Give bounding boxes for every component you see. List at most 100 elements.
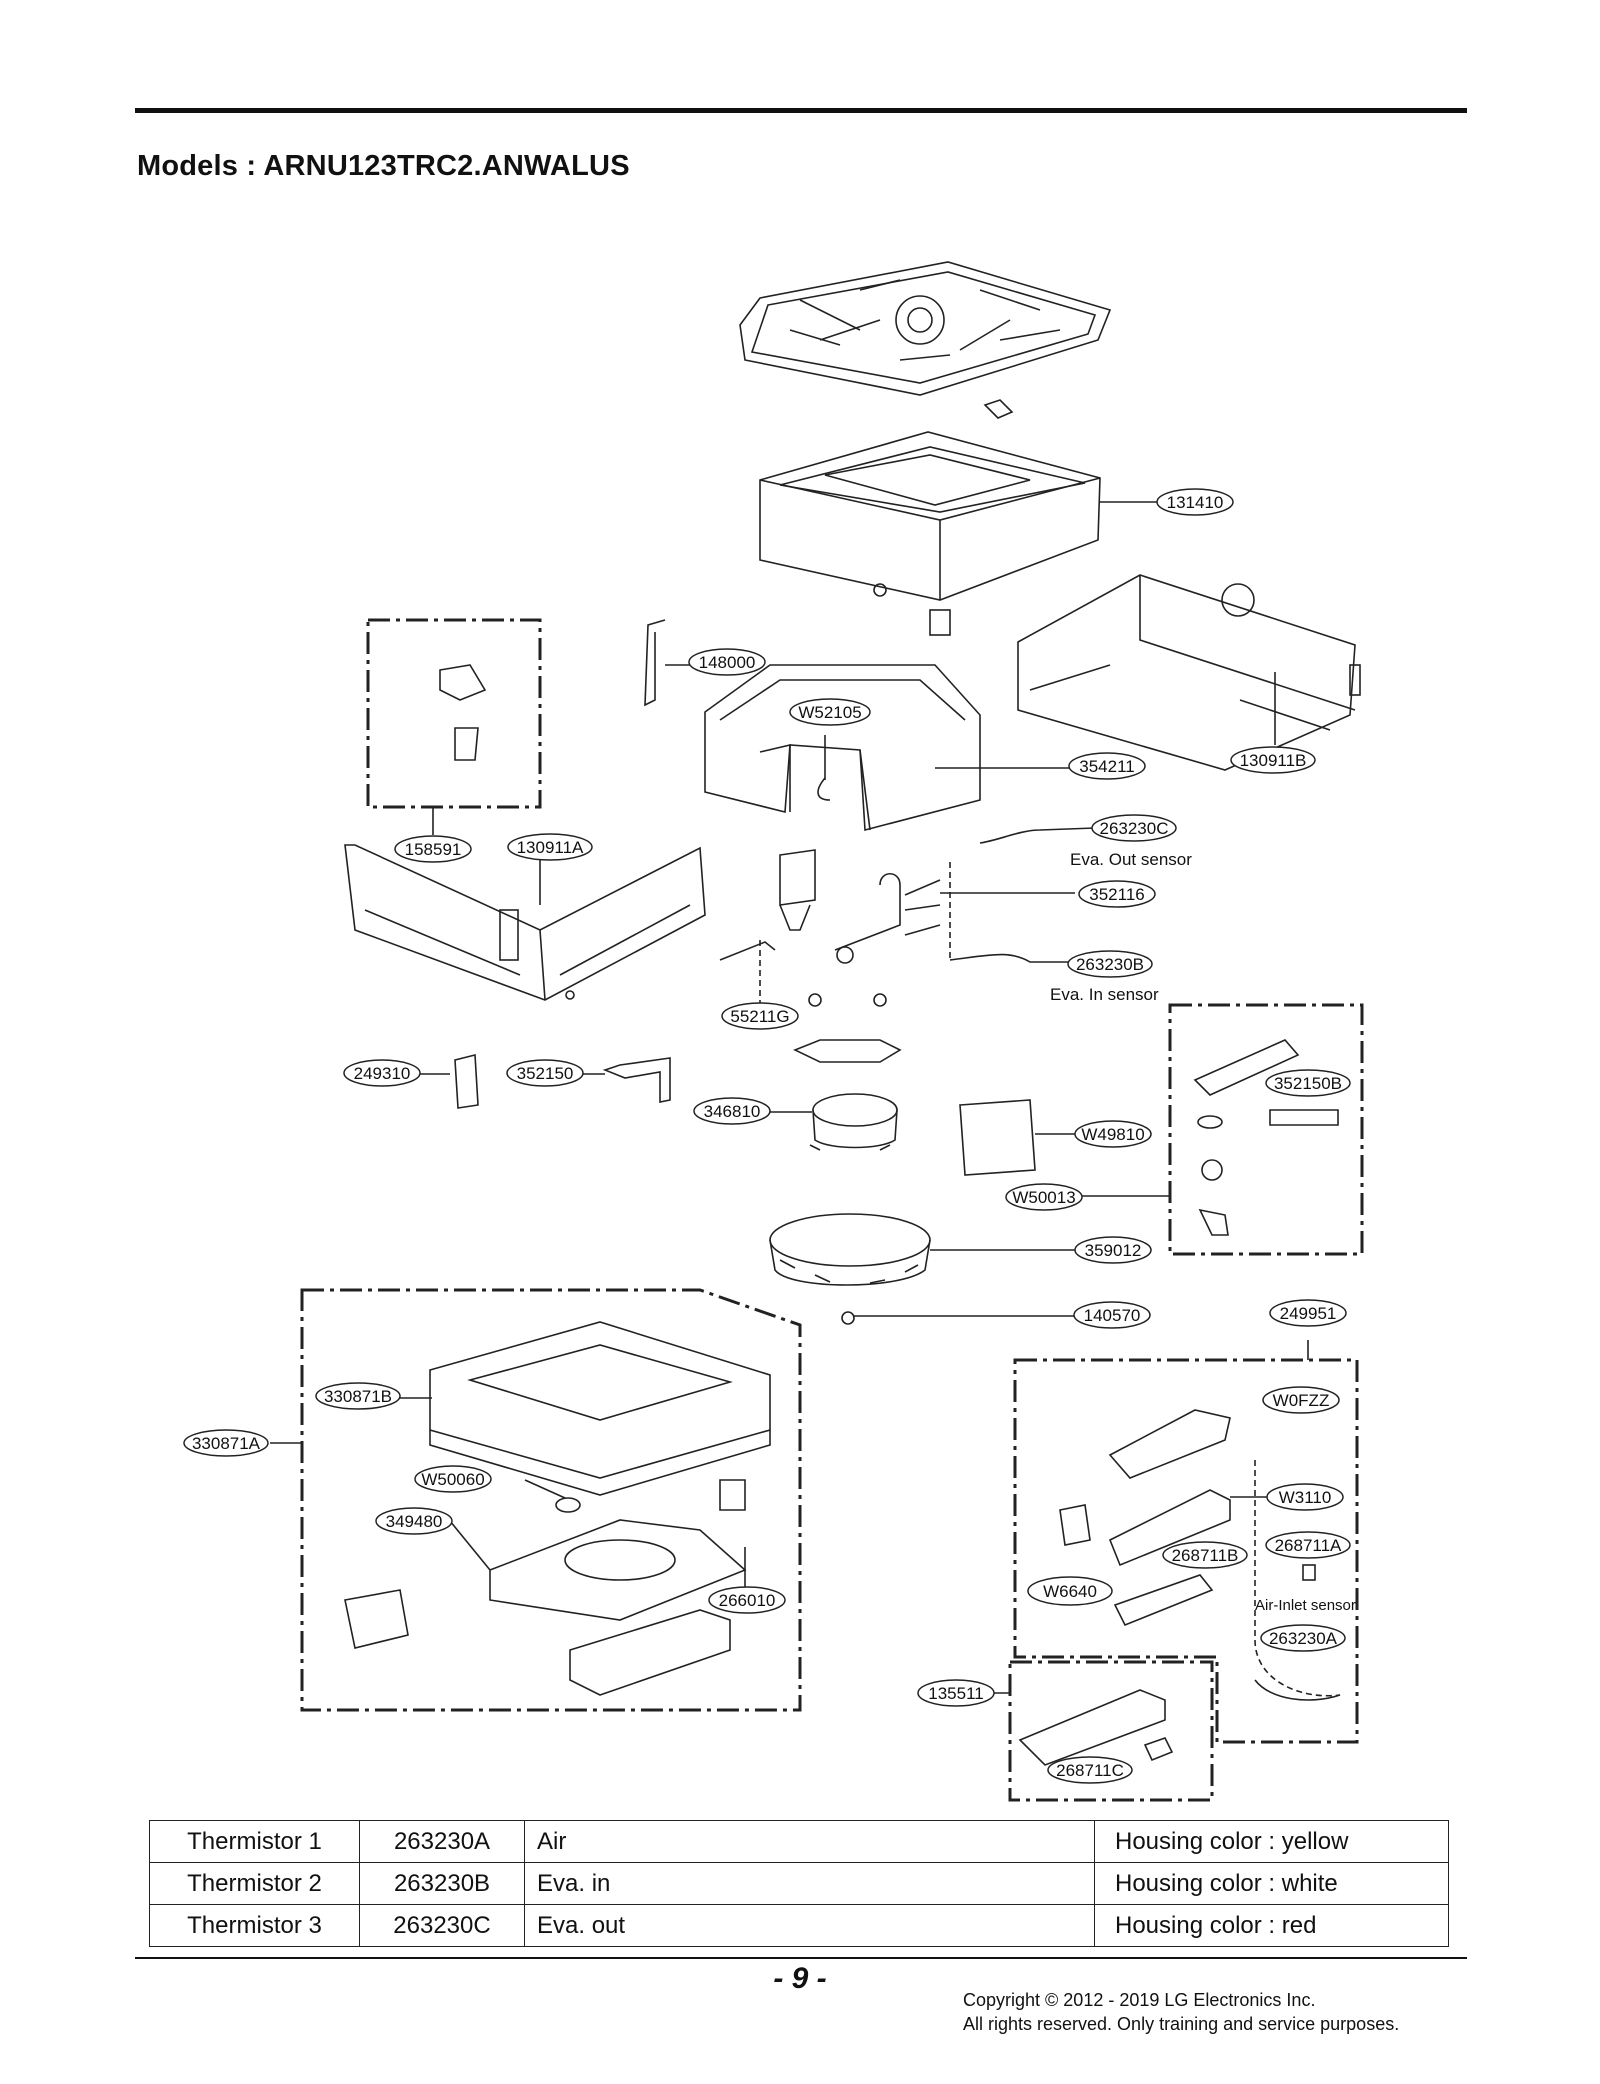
sensor-wire-in xyxy=(949,953,1068,963)
callout-263230A: 263230A xyxy=(1269,1629,1338,1648)
callout-W0FZZ: W0FZZ xyxy=(1273,1391,1330,1410)
callout-346810: 346810 xyxy=(704,1102,761,1121)
callout-130911A: 130911A xyxy=(517,838,584,857)
callout-249951-bubble xyxy=(1269,1299,1347,1327)
part-W50060 xyxy=(555,1497,581,1513)
callout-140570-bubble xyxy=(1073,1301,1151,1329)
air-inlet-wire xyxy=(1254,1679,1341,1701)
part-266010 xyxy=(719,1479,746,1511)
callout-148000-bubble xyxy=(688,648,766,676)
footer-rule xyxy=(135,1957,1467,1959)
heat-exchanger xyxy=(704,664,981,832)
terminal-W6640 xyxy=(1059,1504,1091,1546)
callout-263230C: 263230C xyxy=(1099,819,1168,838)
thermistor-name: Thermistor 3 xyxy=(149,1904,360,1947)
group-135511 xyxy=(1008,1660,1214,1802)
callout-352116: 352116 xyxy=(1089,885,1144,904)
callout-346810-bubble xyxy=(693,1097,771,1125)
callout-266010-bubble xyxy=(708,1586,786,1614)
callout-266010: 266010 xyxy=(719,1591,776,1610)
callout-349480: 349480 xyxy=(386,1512,443,1531)
callout-W3110-bubble xyxy=(1266,1483,1344,1511)
callout-135511-bubble xyxy=(917,1679,995,1707)
pcb-W3110 xyxy=(1108,1489,1231,1567)
group-352150B xyxy=(1168,1003,1364,1256)
callout-352150B: 352150B xyxy=(1274,1074,1342,1093)
thermistor-location: Eva. out xyxy=(524,1904,1095,1947)
group-158591 xyxy=(366,618,542,809)
callout-W50060-bubble xyxy=(414,1465,492,1493)
callout-W0FZZ-bubble xyxy=(1262,1386,1340,1414)
thermistor-housing: Housing color : white xyxy=(1094,1862,1449,1905)
air-filter xyxy=(569,1609,731,1696)
washer-140570 xyxy=(841,1311,855,1325)
thermistor-table: Thermistor 1 263230A Air Housing color :… xyxy=(149,1820,1449,1947)
callout-130911B: 130911B xyxy=(1240,751,1307,770)
callout-268711B-bubble xyxy=(1162,1541,1248,1569)
callout-352150: 352150 xyxy=(517,1064,574,1083)
callout-268711C-bubble xyxy=(1047,1756,1133,1784)
callout-268711A-bubble xyxy=(1265,1531,1351,1559)
callout-354211: 354211 xyxy=(1079,757,1134,776)
callout-249310: 249310 xyxy=(354,1064,411,1083)
thermistor-housing: Housing color : yellow xyxy=(1094,1820,1449,1863)
fan-motor xyxy=(809,1093,898,1151)
callout-148000: 148000 xyxy=(699,653,756,672)
note-eva-in-sensor: Eva. In sensor xyxy=(1050,985,1159,1004)
callout-140570: 140570 xyxy=(1084,1306,1141,1325)
callout-263230C-bubble xyxy=(1091,814,1177,842)
display-pcb-268711C xyxy=(1143,1737,1174,1762)
page-number: - 9 - xyxy=(773,1962,827,1995)
top-cover-panel xyxy=(739,261,1112,419)
thermistor-housing: Housing color : red xyxy=(1094,1904,1449,1947)
callout-131410-bubble xyxy=(1156,488,1234,516)
callout-W49810: W49810 xyxy=(1081,1125,1144,1144)
callout-W50013-bubble xyxy=(1005,1183,1083,1211)
turbo-fan xyxy=(769,1213,931,1286)
drain-body xyxy=(759,431,1101,636)
copyright-line-1: Copyright © 2012 - 2019 LG Electronics I… xyxy=(963,1990,1316,2010)
page-title: Models : ARNU123TRC2.ANWALUS xyxy=(137,150,630,182)
note-air-inlet-sensor: Air-Inlet sensor xyxy=(1255,1597,1356,1614)
callout-330871B: 330871B xyxy=(324,1387,392,1406)
side-panel-left xyxy=(344,844,706,1001)
side-panel-right xyxy=(1017,574,1361,771)
header-rule xyxy=(135,108,1467,113)
callout-130911A-bubble xyxy=(507,833,593,861)
thermistor-name: Thermistor 2 xyxy=(149,1862,360,1905)
callout-330871A: 330871A xyxy=(192,1434,261,1453)
callout-249951: 249951 xyxy=(1280,1304,1337,1323)
callout-330871A-bubble xyxy=(183,1429,269,1457)
callout-W49810-bubble xyxy=(1074,1120,1152,1148)
refrigerant-piping xyxy=(719,849,941,964)
callout-249310-bubble xyxy=(343,1059,421,1087)
callout-W52105: W52105 xyxy=(798,703,861,722)
thermistor-location: Air xyxy=(524,1820,1095,1863)
thermistor-location: Eva. in xyxy=(524,1862,1095,1905)
callout-158591: 158591 xyxy=(405,840,462,859)
sensor-wire-out xyxy=(979,827,1096,844)
callout-131410: 131410 xyxy=(1167,493,1224,512)
callout-W52105-bubble xyxy=(789,698,871,726)
callout-263230B-bubble xyxy=(1067,950,1153,978)
copyright-line-2: All rights reserved. Only training and s… xyxy=(963,2014,1400,2034)
table-row: Thermistor 3 263230C Eva. out Housing co… xyxy=(149,1904,1449,1947)
group-330871A xyxy=(300,1288,802,1712)
thermistor-code: 263230A xyxy=(359,1820,525,1863)
bracket-148000 xyxy=(644,619,666,707)
callout-268711C: 268711C xyxy=(1056,1761,1124,1780)
callout-263230B: 263230B xyxy=(1076,955,1144,974)
table-row: Thermistor 2 263230B Eva. in Housing col… xyxy=(149,1862,1449,1905)
front-grille-frame xyxy=(429,1321,771,1496)
note-eva-out-sensor: Eva. Out sensor xyxy=(1070,850,1192,869)
group-249951 xyxy=(1013,1358,1359,1744)
pcb-268711B xyxy=(1113,1574,1214,1627)
callout-130911B-bubble xyxy=(1230,746,1316,774)
part-249310 xyxy=(454,1053,479,1109)
callout-349480-bubble xyxy=(375,1507,453,1535)
callout-W6640-bubble xyxy=(1027,1576,1113,1606)
callout-135511: 135511 xyxy=(928,1684,983,1703)
motor-mount xyxy=(793,1039,902,1063)
grille-assembly-349480 xyxy=(489,1519,747,1621)
callout-268711A: 268711A xyxy=(1275,1536,1342,1555)
